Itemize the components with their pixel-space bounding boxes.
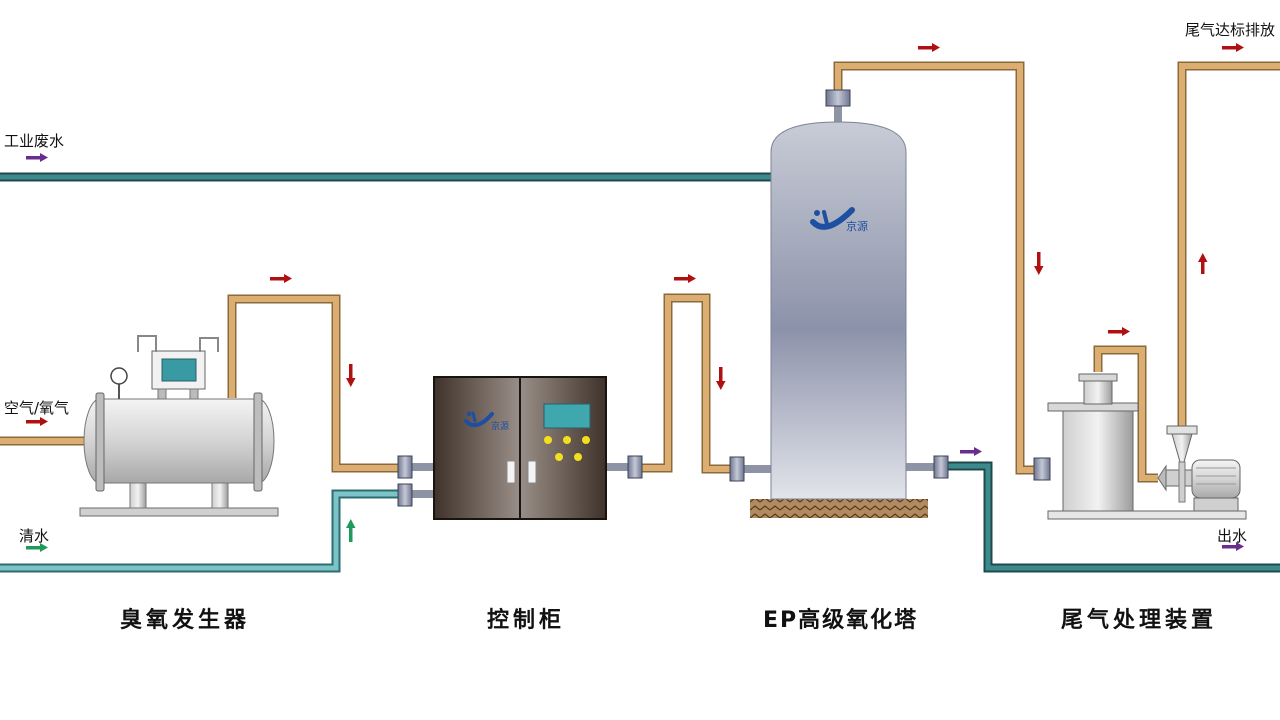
pressure-gauge-icon — [110, 367, 128, 385]
clean-water-pipe — [0, 489, 400, 573]
arrow-exhaust-right-2 — [1222, 43, 1244, 52]
water-pipes — [0, 172, 1280, 573]
exhaust-discharge-pipe — [1177, 61, 1280, 428]
label-air-oxygen: 空气/氧气 — [4, 399, 70, 417]
caption-ozone-generator: 臭氧发生器 — [120, 608, 251, 633]
arrow-ozone-down-2 — [716, 367, 726, 390]
exhaust-treatment-device — [1047, 373, 1247, 520]
arrow-exhaust-right-3 — [1108, 327, 1130, 336]
generator-tank — [99, 398, 259, 484]
pipe-connectors — [410, 104, 936, 498]
caption-ep-tower: EP高级氧化塔 — [763, 608, 919, 633]
tower-logo-text: 京源 — [846, 220, 868, 233]
arrow-exhaust-down — [1034, 252, 1044, 275]
door-handle-right — [527, 460, 537, 484]
cabinet-logo-text: 京源 — [491, 422, 510, 432]
tower-logo-icon — [810, 207, 855, 230]
generator-base — [79, 507, 279, 517]
label-clean-water: 清水 — [19, 527, 50, 545]
device-base — [1047, 510, 1247, 520]
arrow-ozone-right-1 — [270, 274, 292, 283]
arrow-exhaust-right-1 — [918, 43, 940, 52]
label-water-out: 出水 — [1217, 527, 1248, 545]
arrow-water-out-right — [1222, 542, 1244, 551]
flow-arrows — [26, 43, 1244, 552]
caption-control-cabinet: 控制柜 — [487, 608, 566, 633]
tower-body — [770, 121, 907, 500]
label-exhaust-discharge: 尾气达标排放 — [1185, 21, 1276, 39]
tower-foundation — [750, 499, 928, 518]
arrow-clean-water-up — [346, 519, 356, 542]
arrow-air-right — [26, 417, 48, 426]
arrow-wastewater-right — [26, 153, 48, 162]
door-handle-left — [506, 460, 516, 484]
arrow-ozone-down-1 — [346, 364, 356, 387]
caption-exhaust-treatment: 尾气处理装置 — [1061, 608, 1218, 633]
flanges — [397, 89, 1051, 507]
arrow-outlet-right — [960, 447, 982, 456]
cabinet-logo-icon — [464, 411, 494, 428]
ep-oxidation-tower — [750, 121, 928, 518]
arrow-exhaust-up — [1198, 253, 1208, 274]
cabinet-display — [543, 403, 591, 429]
ozone-generator — [79, 335, 279, 517]
gas-pipes — [0, 61, 1280, 483]
arrow-clean-water-right — [26, 543, 48, 552]
control-cabinet — [433, 376, 607, 520]
device-tank — [1062, 410, 1134, 512]
device-motor — [1191, 459, 1241, 499]
arrow-ozone-right-2 — [674, 274, 696, 283]
indicator-lights — [544, 436, 590, 461]
label-industrial-wastewater: 工业废水 — [4, 132, 65, 150]
